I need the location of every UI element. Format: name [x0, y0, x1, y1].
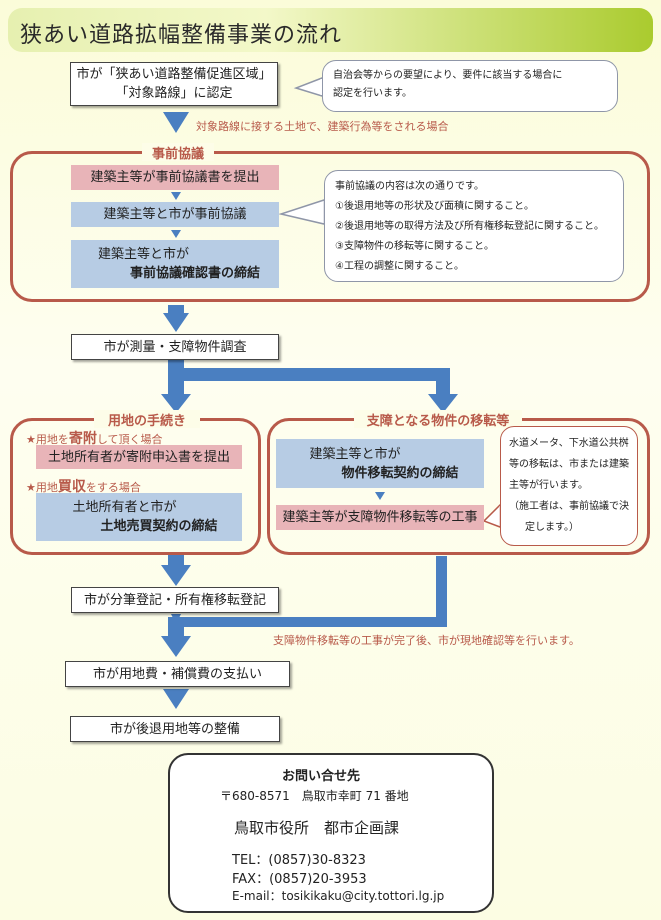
arrow-small-prior-2 — [171, 230, 181, 238]
arrow-small-prior-1 — [171, 192, 181, 200]
purchase-box: 土地所有者と市が 土地売買契約の締結 — [36, 493, 242, 541]
donation-bold: 寄附 — [68, 431, 97, 447]
purchase-line1: 土地所有者と市が — [72, 500, 177, 515]
arrow-down-maintenance — [163, 689, 189, 709]
contact-fax: FAX：(0857)20-3953 — [232, 872, 367, 887]
purchase-suffix: をする場合 — [85, 481, 141, 494]
prior-note-line: 事前協議の内容は次の通りです。 — [335, 181, 484, 192]
obstacle-relocation-label: 支障となる物件の移転等 — [354, 410, 522, 429]
donation-suffix: して頂く場合 — [96, 433, 163, 446]
step-registration-box: 市が分筆登記・所有権移転登記 — [71, 587, 279, 613]
step-designation-line2: 「対象路線」に認定 — [115, 86, 233, 101]
contact-box: お問い合せ先 〒680-8571 鳥取市幸町 71 番地 鳥取市役所 都市企画課… — [168, 753, 494, 913]
relocation-contract-line2: 物件移転契約の締結 — [341, 465, 459, 481]
relocation-contract-box: 建築主等と市が 物件移転契約の締結 — [276, 439, 484, 488]
obstacle-note-line: 定します。） — [525, 522, 579, 533]
step-designation-line1: 市が「狭あい道路整備促進区域」 — [76, 67, 272, 82]
arrow-shaft-2 — [168, 305, 184, 313]
relocation-contract-line1: 建築主等と市が — [309, 446, 401, 462]
branch-bar — [176, 368, 450, 381]
page-title: 狭あい道路拡幅整備事業の流れ — [20, 23, 343, 48]
arrow-down-land — [161, 565, 191, 586]
prior-note-line: ④工程の調整に関すること。 — [335, 261, 464, 272]
prior-note-line: ②後退用地等の取得方法及び所有権移転登記に関すること。 — [335, 221, 604, 232]
merge-bar — [176, 617, 447, 627]
prior-agreement-line1: 建築主等と市が — [97, 247, 189, 262]
designation-note: 自治会等からの要望により、要件に該当する場合に 認定を行います。 — [322, 60, 618, 112]
donation-caption: ★用地を寄附して頂く場合 — [26, 428, 163, 448]
arrow-shaft-land — [168, 555, 184, 565]
arrow-note-inspection: 支障物件移転等の工事が完了後、市が現地確認等を行います。 — [273, 634, 580, 647]
arrow-down-right — [428, 394, 458, 413]
prior-agreement-box: 建築主等と市が 事前協議確認書の締結 — [71, 240, 279, 288]
purchase-bold: 買収 — [57, 479, 86, 495]
designation-note-line1: 自治会等からの要望により、要件に該当する場合に — [333, 70, 563, 81]
arrow-down-2 — [163, 313, 189, 332]
prior-consultation-box: 建築主等と市が事前協議 — [71, 202, 279, 227]
contact-tel: TEL：(0857)30-8323 — [232, 853, 366, 868]
step-survey-box: 市が測量・支障物件調査 — [71, 334, 279, 360]
prior-note-line: ①後退用地等の形状及び面積に関すること。 — [335, 201, 534, 212]
prior-consultation-frame — [10, 151, 650, 302]
contact-address: 〒680-8571 鳥取市幸町 71 番地 — [220, 789, 409, 803]
donation-prefix: ★用地を — [26, 433, 69, 446]
arrow-down-1 — [163, 112, 189, 133]
step-payment-box: 市が用地費・補償費の支払い — [65, 661, 290, 687]
purchase-caption: ★用地買収をする場合 — [26, 476, 141, 496]
arrow-down-merge — [161, 636, 191, 657]
prior-agreement-line2: 事前協議確認書の締結 — [129, 266, 260, 281]
title-bar — [8, 8, 653, 52]
arrow-shaft-merge — [168, 617, 184, 637]
arrow-down-left — [161, 394, 191, 413]
obstacle-note-line: 主等が行います。 — [509, 480, 588, 491]
obstacle-note: 水道メータ、下水道公共桝 等の移転は、市または建築 主等が行います。 （施工者は… — [500, 426, 638, 546]
prior-consultation-note: 事前協議の内容は次の通りです。 ①後退用地等の形状及び面積に関すること。 ②後退… — [324, 170, 624, 282]
obstacle-note-line: 水道メータ、下水道公共桝 — [509, 438, 629, 449]
obstacle-note-line: （施工者は、事前協議で決 — [509, 501, 629, 512]
purchase-line2: 土地売買契約の締結 — [100, 519, 218, 534]
arrow-note-building: 対象路線に接する土地で、建築行為等をされる場合 — [196, 120, 449, 133]
prior-consultation-label: 事前協議 — [142, 143, 214, 162]
contact-heading: お問い合せ先 — [282, 769, 361, 784]
prior-submission-box: 建築主等が事前協議書を提出 — [71, 165, 279, 190]
arrow-small-obstacle — [375, 492, 385, 500]
contact-office: 鳥取市役所 都市企画課 — [234, 819, 400, 837]
step-maintenance-box: 市が後退用地等の整備 — [70, 716, 280, 742]
land-procedure-label: 用地の手続き — [94, 410, 200, 429]
merge-shaft-right — [436, 556, 447, 626]
step-designation-box: 市が「狭あい道路整備促進区域」 「対象路線」に認定 — [70, 62, 278, 106]
purchase-prefix: ★用地 — [26, 481, 58, 494]
branch-shaft-right — [436, 368, 450, 395]
designation-note-line2: 認定を行います。 — [333, 88, 412, 99]
contact-email[interactable]: E-mail：tosikikaku@city.tottori.lg.jp — [232, 889, 445, 903]
note1-pointer — [293, 76, 323, 98]
obstacle-note-line: 等の移転は、市または建築 — [509, 459, 629, 470]
prior-note-line: ③支障物件の移転等に関すること。 — [335, 241, 494, 252]
relocation-work-box: 建築主等が支障物件移転等の工事 — [276, 505, 484, 530]
donation-box: 土地所有者が寄附申込書を提出 — [36, 445, 242, 469]
